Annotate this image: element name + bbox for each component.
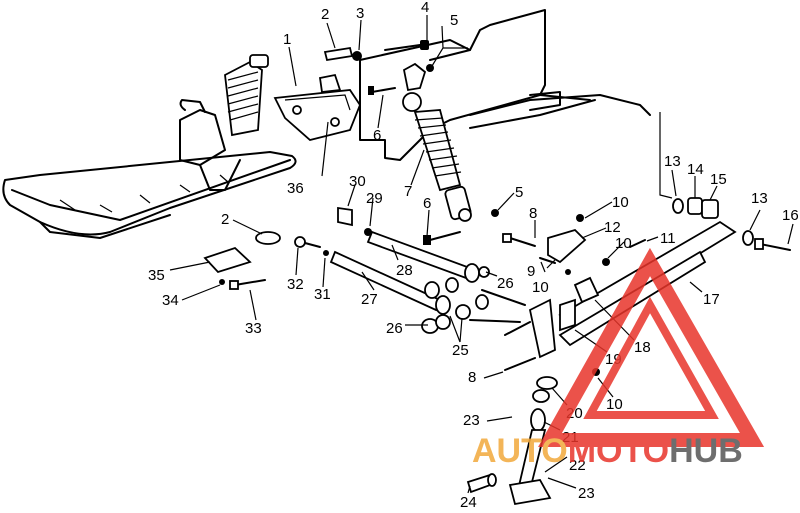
watermark-logo: AUTOMOTOHUB: [472, 247, 765, 470]
frame-outline: [359, 9, 651, 161]
callout-23b: 23: [578, 485, 595, 502]
callout-16: 16: [782, 207, 799, 224]
callout-22: 22: [569, 457, 586, 474]
upper-bracket-part: [273, 73, 362, 141]
callout-15: 15: [710, 171, 727, 188]
callout-34: 34: [162, 292, 179, 309]
watermark-text-hub: HUB: [669, 432, 743, 470]
callout-12: 12: [604, 219, 621, 236]
callout-10b: 10: [615, 235, 632, 252]
svg-text:AUTOMOTOHUB: AUTOMOTOHUB: [472, 432, 743, 470]
callout-5b: 5: [515, 184, 523, 201]
callout-24: 24: [460, 494, 477, 511]
callout-17: 17: [703, 291, 720, 308]
callout-4: 4: [421, 0, 429, 16]
callout-8b: 8: [468, 369, 476, 386]
callout-31: 31: [314, 286, 331, 303]
callout-33: 33: [245, 320, 262, 337]
leader-lines: [169, 15, 794, 494]
callout-30: 30: [349, 173, 366, 190]
callout-3: 3: [356, 5, 364, 22]
watermark-inner-triangle-icon: [583, 296, 719, 419]
callout-26: 26: [497, 275, 514, 292]
callout-5: 5: [450, 12, 458, 29]
callout-2: 2: [321, 6, 329, 23]
hardware-parts: [203, 40, 791, 376]
callout-26b: 26: [386, 320, 403, 337]
callout-13: 13: [664, 153, 681, 170]
callout-27: 27: [361, 291, 378, 308]
callout-1: 1: [283, 31, 291, 48]
callout-23: 23: [463, 412, 480, 429]
callout-6b: 6: [423, 195, 431, 212]
watermark-triangle-icon: [538, 247, 765, 447]
ski-drawing: [2, 99, 297, 239]
callout-25: 25: [452, 342, 469, 359]
callout-18: 18: [634, 339, 651, 356]
callout-32: 32: [287, 276, 304, 293]
front-shock-part: [402, 62, 472, 222]
callout-14: 14: [687, 161, 704, 178]
callout-28: 28: [396, 262, 413, 279]
spindle-part: [466, 298, 576, 506]
callout-11: 11: [660, 230, 676, 247]
callout-36: 36: [287, 180, 304, 197]
callout-6: 6: [373, 127, 381, 144]
watermark-text-auto: AUTO: [472, 432, 568, 470]
callout-35: 35: [148, 267, 165, 284]
radius-rods-part: [329, 230, 526, 334]
rear-shock-drawing: [224, 54, 269, 137]
callout-9: 9: [527, 263, 535, 280]
callout-7: 7: [404, 183, 412, 200]
callout-2b: 2: [221, 211, 229, 228]
callout-10d: 10: [606, 396, 623, 413]
callout-10c: 10: [532, 279, 549, 296]
callout-13b: 13: [751, 190, 768, 207]
callout-8: 8: [529, 205, 537, 222]
callout-29: 29: [366, 190, 383, 207]
callout-10: 10: [612, 194, 629, 211]
watermark-text-moto: MOTO: [568, 432, 669, 470]
